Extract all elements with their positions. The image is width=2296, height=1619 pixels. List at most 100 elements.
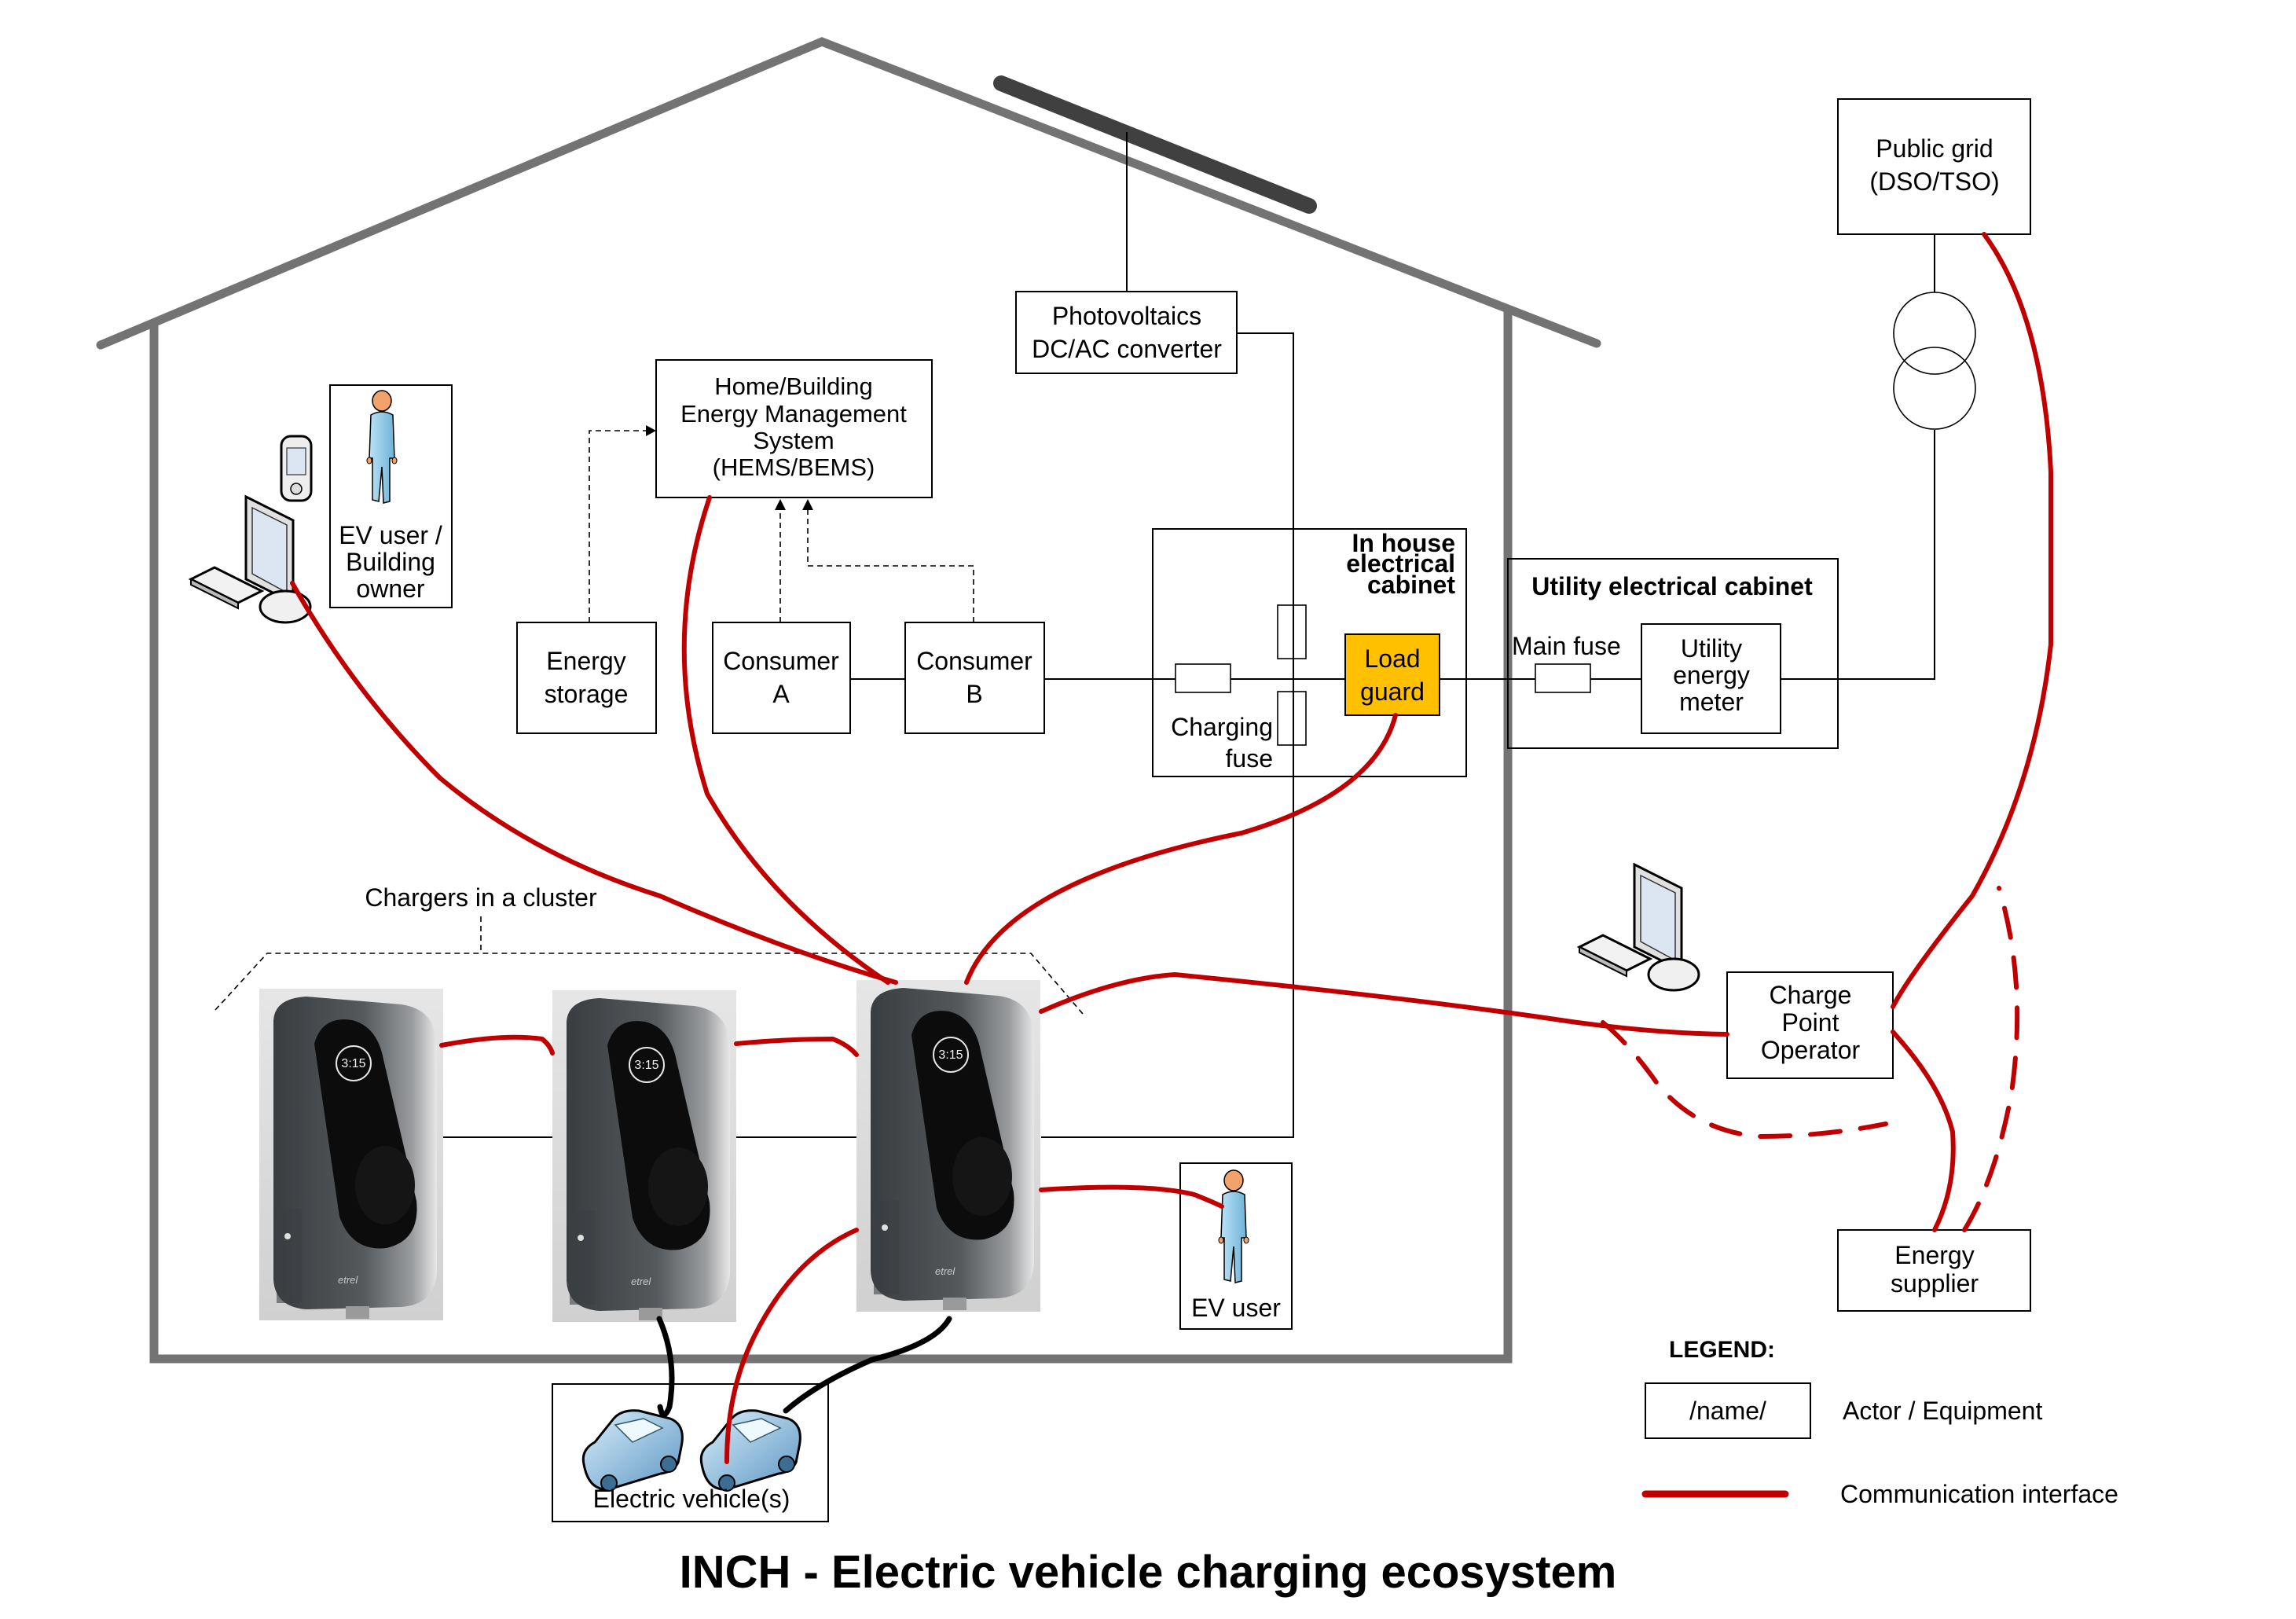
- legend-communication-label: Communication interface: [1840, 1480, 2118, 1508]
- electric-vehicles-box[interactable]: Electric vehicle(s): [552, 1383, 829, 1522]
- load-guard-box[interactable]: Load guard: [1344, 633, 1440, 716]
- consumer-b-box[interactable]: Consumer B: [904, 622, 1045, 734]
- fuse-icon: [1277, 604, 1307, 659]
- fuse-icon: [1175, 663, 1231, 693]
- utility-meter-label-2: energy: [1673, 661, 1750, 689]
- in-house-cabinet-box[interactable]: In house electrical cabinet Charging fus…: [1152, 528, 1467, 777]
- consumer-a-box[interactable]: Consumer A: [712, 622, 851, 734]
- consumer-a-label-1: Consumer: [723, 647, 839, 675]
- in-house-cabinet-label-3: cabinet: [1367, 571, 1455, 599]
- legend: LEGEND: /name/ Actor / Equipment Communi…: [1641, 1337, 2118, 1508]
- charger-2[interactable]: [552, 989, 737, 1323]
- main-fuse-icon: [1535, 663, 1591, 693]
- computer-icon: [1578, 863, 1700, 992]
- chargers-cluster: Chargers in a cluster: [215, 883, 1084, 1015]
- pv-converter-label-2: DC/AC converter: [1032, 335, 1222, 363]
- consumer-b-to-hems-link: [807, 507, 974, 622]
- utility-meter-box[interactable]: Utility energy meter: [1641, 623, 1781, 734]
- pv-converter-label-1: Photovoltaics: [1052, 302, 1201, 330]
- comm-charger-to-evuser: [1039, 1184, 1224, 1209]
- electric-vehicles-label: Electric vehicle(s): [593, 1485, 790, 1513]
- house-roof: [96, 37, 1601, 350]
- hems-label-2: Energy Management: [680, 400, 907, 428]
- solar-panel-icon: [993, 75, 1317, 214]
- ev-user-owner-label-3: owner: [356, 575, 425, 603]
- arrow-head-icon: [646, 425, 656, 436]
- charging-fuse-label-1: Charging: [1171, 713, 1273, 741]
- energy-storage-label-1: Energy: [546, 647, 625, 675]
- hems-label-3: System: [753, 427, 834, 454]
- comm-charger-to-cpo: [1039, 971, 1729, 1037]
- ev-user-owner-label-1: EV user /: [339, 521, 442, 549]
- consumer-a-label-2: A: [772, 680, 790, 708]
- comm-dashed-cpo-loop: [1601, 1020, 1888, 1140]
- charge-point-operator-box[interactable]: Charge Point Operator: [1726, 971, 1894, 1079]
- ev-user-owner-label-2: Building: [346, 548, 435, 576]
- house-outline: [96, 37, 1601, 1364]
- ev-user-owner-box[interactable]: EV user / Building owner: [329, 384, 453, 608]
- ev-user-label: EV user: [1191, 1294, 1281, 1322]
- utility-cabinet-label: Utility electrical cabinet: [1531, 572, 1813, 600]
- charging-cable-2: [783, 1316, 952, 1414]
- hems-label-4: (HEMS/BEMS): [713, 453, 875, 481]
- public-grid-label-1: Public grid: [1876, 134, 1993, 163]
- charger-3[interactable]: [856, 979, 1041, 1312]
- load-guard-label-1: Load: [1364, 644, 1420, 673]
- energy-storage-box[interactable]: Energy storage: [516, 622, 657, 734]
- hems-data-links: [589, 425, 974, 622]
- cluster-bracket: [215, 953, 1084, 1015]
- energy-supplier-box[interactable]: Energy supplier: [1837, 1229, 2031, 1312]
- storage-to-hems-link: [589, 430, 650, 622]
- communication-links: [290, 232, 2053, 1464]
- ev-charger-icon: [552, 989, 737, 1323]
- legend-actor-sample-text: /name/: [1689, 1397, 1766, 1425]
- chargers-cluster-label: Chargers in a cluster: [365, 883, 597, 912]
- utility-meter-label-1: Utility: [1681, 634, 1742, 663]
- charging-cable-1: [656, 1316, 675, 1418]
- ev-charger-icon: [856, 979, 1041, 1312]
- legend-title: LEGEND:: [1669, 1337, 1775, 1363]
- comm-charger-to-vehicle: [724, 1228, 859, 1464]
- charging-fuse-label-2: fuse: [1226, 744, 1273, 773]
- consumer-b-label-2: B: [966, 680, 982, 708]
- cpo-label-3: Operator: [1761, 1036, 1861, 1064]
- public-grid-box[interactable]: Public grid (DSO/TSO): [1837, 98, 2031, 235]
- cpo-label-2: Point: [1782, 1008, 1839, 1037]
- house-walls: [149, 306, 1513, 1364]
- legend-actor-label: Actor / Equipment: [1843, 1397, 2042, 1425]
- utility-cabinet-box[interactable]: Utility electrical cabinet Main fuse: [1507, 558, 1839, 749]
- consumer-b-label-1: Consumer: [916, 647, 1032, 675]
- public-grid-label-2: (DSO/TSO): [1869, 167, 1999, 196]
- energy-supplier-label-2: supplier: [1891, 1269, 1979, 1298]
- pv-converter-box[interactable]: Photovoltaics DC/AC converter: [1015, 291, 1238, 374]
- comm-owner-to-charger: [290, 581, 898, 985]
- comm-cpo-to-grid: [1891, 232, 2053, 1009]
- ev-user-box[interactable]: EV user: [1179, 1162, 1293, 1330]
- ev-charger-icon: [259, 988, 444, 1321]
- comm-cpo-to-supplier: [1891, 1030, 1956, 1232]
- in-house-cabinet-label-2: electrical: [1346, 549, 1455, 578]
- legend-actor-sample: [1645, 1382, 1811, 1439]
- hems-label-1: Home/Building: [714, 373, 873, 400]
- computer-icon: [189, 495, 312, 624]
- comm-hems-to-charger: [681, 495, 890, 985]
- smartphone-icon: [280, 435, 313, 502]
- in-house-cabinet-label-1: In house: [1352, 529, 1455, 557]
- charging-fuse-icon: [1277, 691, 1307, 746]
- charger-1[interactable]: [259, 988, 444, 1321]
- transformer-icon: [1893, 292, 1976, 430]
- cpo-label-1: Charge: [1770, 981, 1852, 1009]
- meter-to-transformer-wire: [1781, 430, 1935, 680]
- hems-box[interactable]: Home/Building Energy Management System (…: [655, 359, 933, 498]
- comm-dashed-supplier-loop: [1962, 886, 2020, 1232]
- load-guard-label-2: guard: [1360, 677, 1425, 706]
- arrow-head-icon: [802, 499, 813, 510]
- comm-charger2-to-charger3: [734, 1036, 859, 1057]
- arrow-head-icon: [775, 499, 786, 510]
- utility-meter-label-3: meter: [1679, 688, 1744, 716]
- diagram-title: INCH - Electric vehicle charging ecosyst…: [680, 1547, 1617, 1598]
- energy-supplier-label-1: Energy: [1894, 1241, 1974, 1269]
- comm-charger1-to-charger2: [439, 1034, 555, 1055]
- main-fuse-label: Main fuse: [1512, 632, 1621, 660]
